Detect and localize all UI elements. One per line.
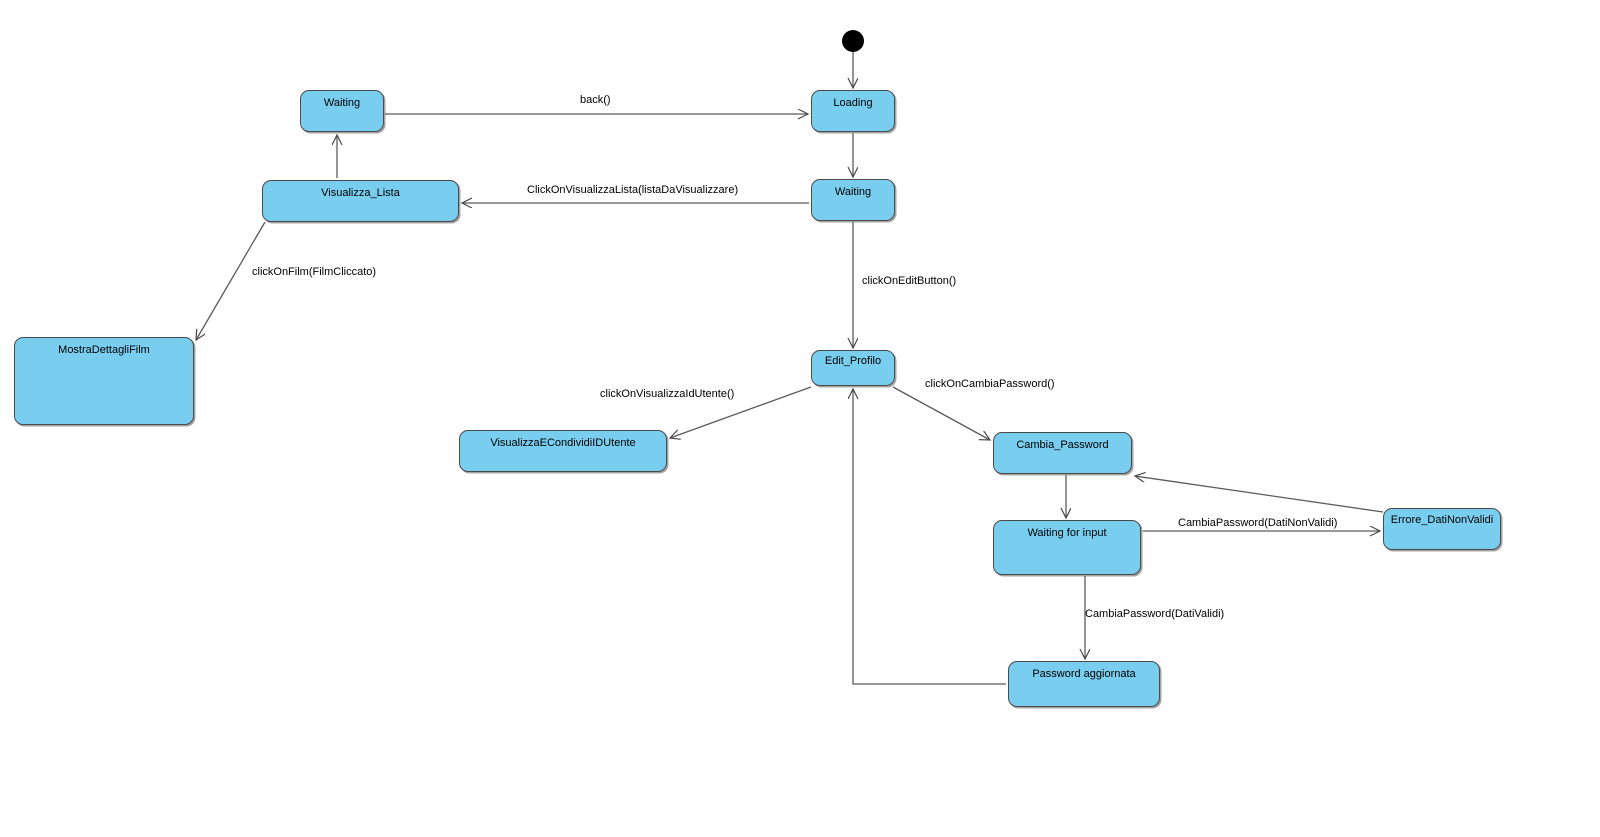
state-mostra-dettagli-film[interactable]: MostraDettagliFilm bbox=[14, 337, 194, 425]
transition-visualizza-lista-to-mostra-dettagli bbox=[196, 221, 266, 340]
transition-label-cambia-password-dati-validi: CambiaPassword(DatiValidi) bbox=[1085, 608, 1225, 620]
transition-label-click-on-visualizza-lista: ClickOnVisualizzaLista(listaDaVisualizza… bbox=[527, 184, 739, 196]
transition-edit-profilo-to-visualizza-utente bbox=[670, 386, 812, 438]
state-label: Edit_Profilo bbox=[824, 355, 882, 367]
state-label: Errore_DatiNonValidi bbox=[1390, 514, 1494, 526]
transition-label-click-on-visualizza-id-utente: clickOnVisualizzaIdUtente() bbox=[600, 388, 735, 400]
state-label: VisualizzaECondividiIDUtente bbox=[490, 437, 636, 449]
state-label: Cambia_Password bbox=[1016, 439, 1109, 451]
state-cambia-password[interactable]: Cambia_Password bbox=[993, 432, 1132, 474]
state-label: Waiting bbox=[323, 97, 361, 109]
state-label: MostraDettagliFilm bbox=[58, 344, 150, 356]
state-label: Loading bbox=[833, 97, 873, 109]
state-loading[interactable]: Loading bbox=[811, 90, 895, 132]
transition-label-click-on-cambia-password: clickOnCambiaPassword() bbox=[925, 378, 1055, 390]
transition-label-click-on-edit-button: clickOnEditButton() bbox=[862, 275, 957, 287]
state-visualizza-e-condividi-id-utente[interactable]: VisualizzaECondividiIDUtente bbox=[459, 430, 667, 472]
initial-pseudostate bbox=[842, 30, 864, 52]
state-label: Waiting for input bbox=[1027, 527, 1107, 539]
state-waiting-main[interactable]: Waiting bbox=[811, 179, 895, 221]
state-visualizza-lista[interactable]: Visualizza_Lista bbox=[262, 180, 459, 222]
transition-edit-profilo-to-cambia-password bbox=[892, 386, 990, 440]
state-errore-dati-non-validi[interactable]: Errore_DatiNonValidi bbox=[1383, 508, 1501, 550]
transition-password-aggiornata-to-edit-profilo bbox=[853, 389, 1006, 685]
state-waiting-top[interactable]: Waiting bbox=[300, 90, 384, 132]
state-edit-profilo[interactable]: Edit_Profilo bbox=[811, 350, 895, 386]
transition-label-cambia-password-dati-non-validi: CambiaPassword(DatiNonValidi) bbox=[1178, 517, 1338, 529]
state-label: Waiting bbox=[834, 186, 872, 198]
transition-label-click-on-film: clickOnFilm(FilmCliccato) bbox=[252, 266, 377, 278]
state-label: Password aggiornata bbox=[1032, 668, 1136, 680]
state-label: Visualizza_Lista bbox=[321, 187, 400, 199]
state-waiting-for-input[interactable]: Waiting for input bbox=[993, 520, 1141, 575]
transition-errore-to-cambia-password bbox=[1135, 476, 1384, 513]
transition-label-back: back() bbox=[580, 94, 611, 106]
state-password-aggiornata[interactable]: Password aggiornata bbox=[1008, 661, 1160, 707]
